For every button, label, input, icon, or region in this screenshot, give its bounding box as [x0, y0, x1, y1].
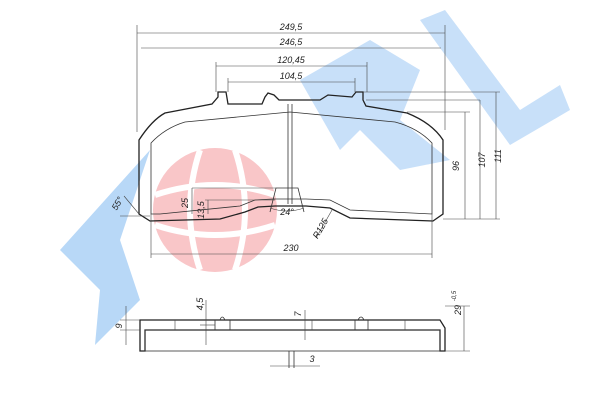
dim-slot-3: 3: [309, 354, 314, 364]
dim-radius: R125: [311, 216, 331, 240]
friction-material-outline: [150, 111, 433, 215]
dimensions-top: 249,5 246,5 120,45 104,5: [136, 22, 446, 132]
dim-overall-width: 249,5: [279, 22, 304, 32]
dim-groove-angle: 24°: [279, 207, 294, 217]
dim-lug-spacing-inner: 104,5: [280, 71, 304, 81]
dim-height-107: 107: [477, 152, 487, 168]
dimensions-right: 96 107 111: [363, 91, 503, 220]
dim-tolerance: -0,5: [452, 290, 458, 301]
dim-groove-depth-13-5: 13,5: [196, 200, 206, 219]
pad-top-view: [138, 91, 444, 222]
side-backing-plate: [139, 319, 446, 352]
side-lug-right: [354, 316, 369, 330]
dim-height-96: 96: [451, 161, 461, 171]
backing-plate-outline: [138, 91, 444, 222]
watermark-letter-l: [420, 10, 570, 145]
dim-friction-width: 230: [282, 243, 298, 253]
dim-notch-4-5: 4,5: [195, 297, 205, 311]
side-friction-layer: [144, 329, 441, 352]
pad-side-view: [139, 316, 446, 368]
dim-offset-7: 7: [293, 311, 303, 317]
watermark-letter-r: [300, 40, 450, 170]
dim-inner-width: 246,5: [279, 37, 304, 47]
dim-height-111: 111: [493, 149, 503, 163]
dimension-friction-width: 230: [150, 214, 433, 258]
dim-total-thickness: 29: [453, 305, 463, 316]
dim-lug-spacing-outer: 120,45: [277, 55, 306, 65]
dim-plate-thickness: 9: [114, 323, 124, 328]
watermark-globe-icon: [153, 148, 277, 272]
dimensions-side: 9 4,5 7 29 -0,5 3: [114, 290, 470, 367]
side-center-slot: [288, 351, 295, 368]
side-lug-left: [214, 316, 231, 330]
watermark-letter-s: [60, 150, 150, 345]
watermark-logo: [60, 10, 570, 345]
dim-groove-depth-25: 25: [180, 197, 190, 209]
